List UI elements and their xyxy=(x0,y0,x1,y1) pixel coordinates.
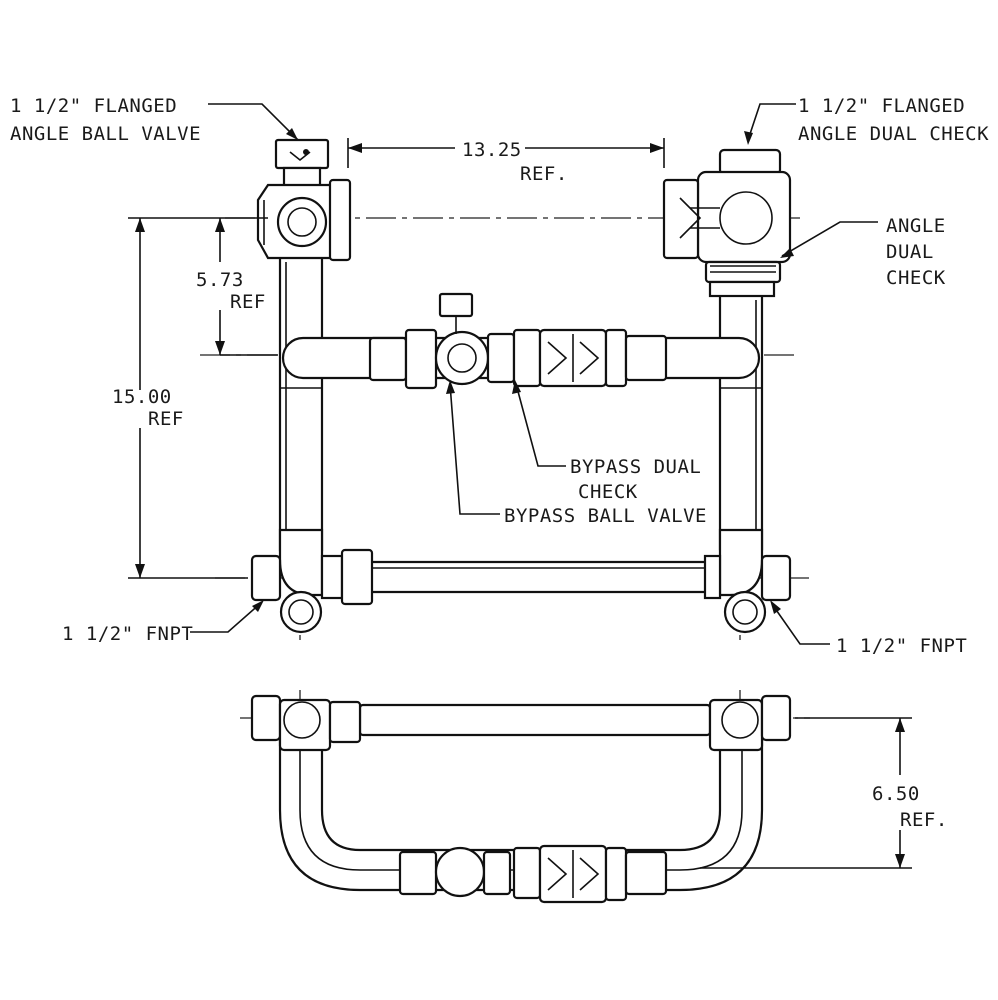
bypass-dual-check-top xyxy=(512,328,668,388)
label-angle-dual-check-line1: ANGLE xyxy=(886,215,946,237)
dimension-depth-value: 6.50 xyxy=(872,783,920,805)
dimension-upper-ref: REF xyxy=(230,291,266,313)
bottom-view-straight-pipe xyxy=(358,703,712,737)
right-vertical-pipe xyxy=(718,290,764,556)
bottom-view-bypass-valves xyxy=(398,844,668,904)
label-top-left-valve-line1: 1 1/2" FLANGED xyxy=(10,95,177,117)
label-fnpt-right: 1 1/2" FNPT xyxy=(836,635,967,657)
dimension-upper xyxy=(215,218,278,356)
dimension-width-value: 13.25 xyxy=(462,139,522,161)
bypass-ball-valve-top xyxy=(368,292,516,390)
dimension-width-ref: REF. xyxy=(520,163,568,185)
dimension-height xyxy=(128,217,268,579)
bottom-view-left-fitting xyxy=(250,694,362,752)
angle-dual-check-top-right xyxy=(662,148,792,298)
label-top-right-check-line2: ANGLE DUAL CHECK xyxy=(798,123,989,145)
dimension-upper-value: 5.73 xyxy=(196,269,244,291)
right-bottom-elbow xyxy=(703,528,792,634)
dimension-height-ref: REF xyxy=(148,408,184,430)
bottom-view-right-fitting xyxy=(708,694,792,752)
dimension-depth-ref: REF. xyxy=(900,809,948,831)
dimension-width xyxy=(347,138,665,168)
label-bypass-dual-check-line2: CHECK xyxy=(578,481,638,503)
angle-ball-valve-top-left xyxy=(256,138,352,262)
leader-lines xyxy=(190,103,878,645)
label-fnpt-left: 1 1/2" FNPT xyxy=(62,623,193,645)
dimension-depth xyxy=(700,717,912,869)
dimension-height-value: 15.00 xyxy=(112,386,172,408)
left-vertical-pipe xyxy=(278,253,324,557)
left-bottom-elbow xyxy=(250,528,374,634)
label-top-right-check-line1: 1 1/2" FLANGED xyxy=(798,95,965,117)
label-angle-dual-check-line2: DUAL xyxy=(886,241,934,263)
label-angle-dual-check-line3: CHECK xyxy=(886,267,946,289)
label-bypass-ball-valve: BYPASS BALL VALVE xyxy=(504,505,707,527)
label-bypass-dual-check-line1: BYPASS DUAL xyxy=(570,456,701,478)
label-top-left-valve-line2: ANGLE BALL VALVE xyxy=(10,123,201,145)
